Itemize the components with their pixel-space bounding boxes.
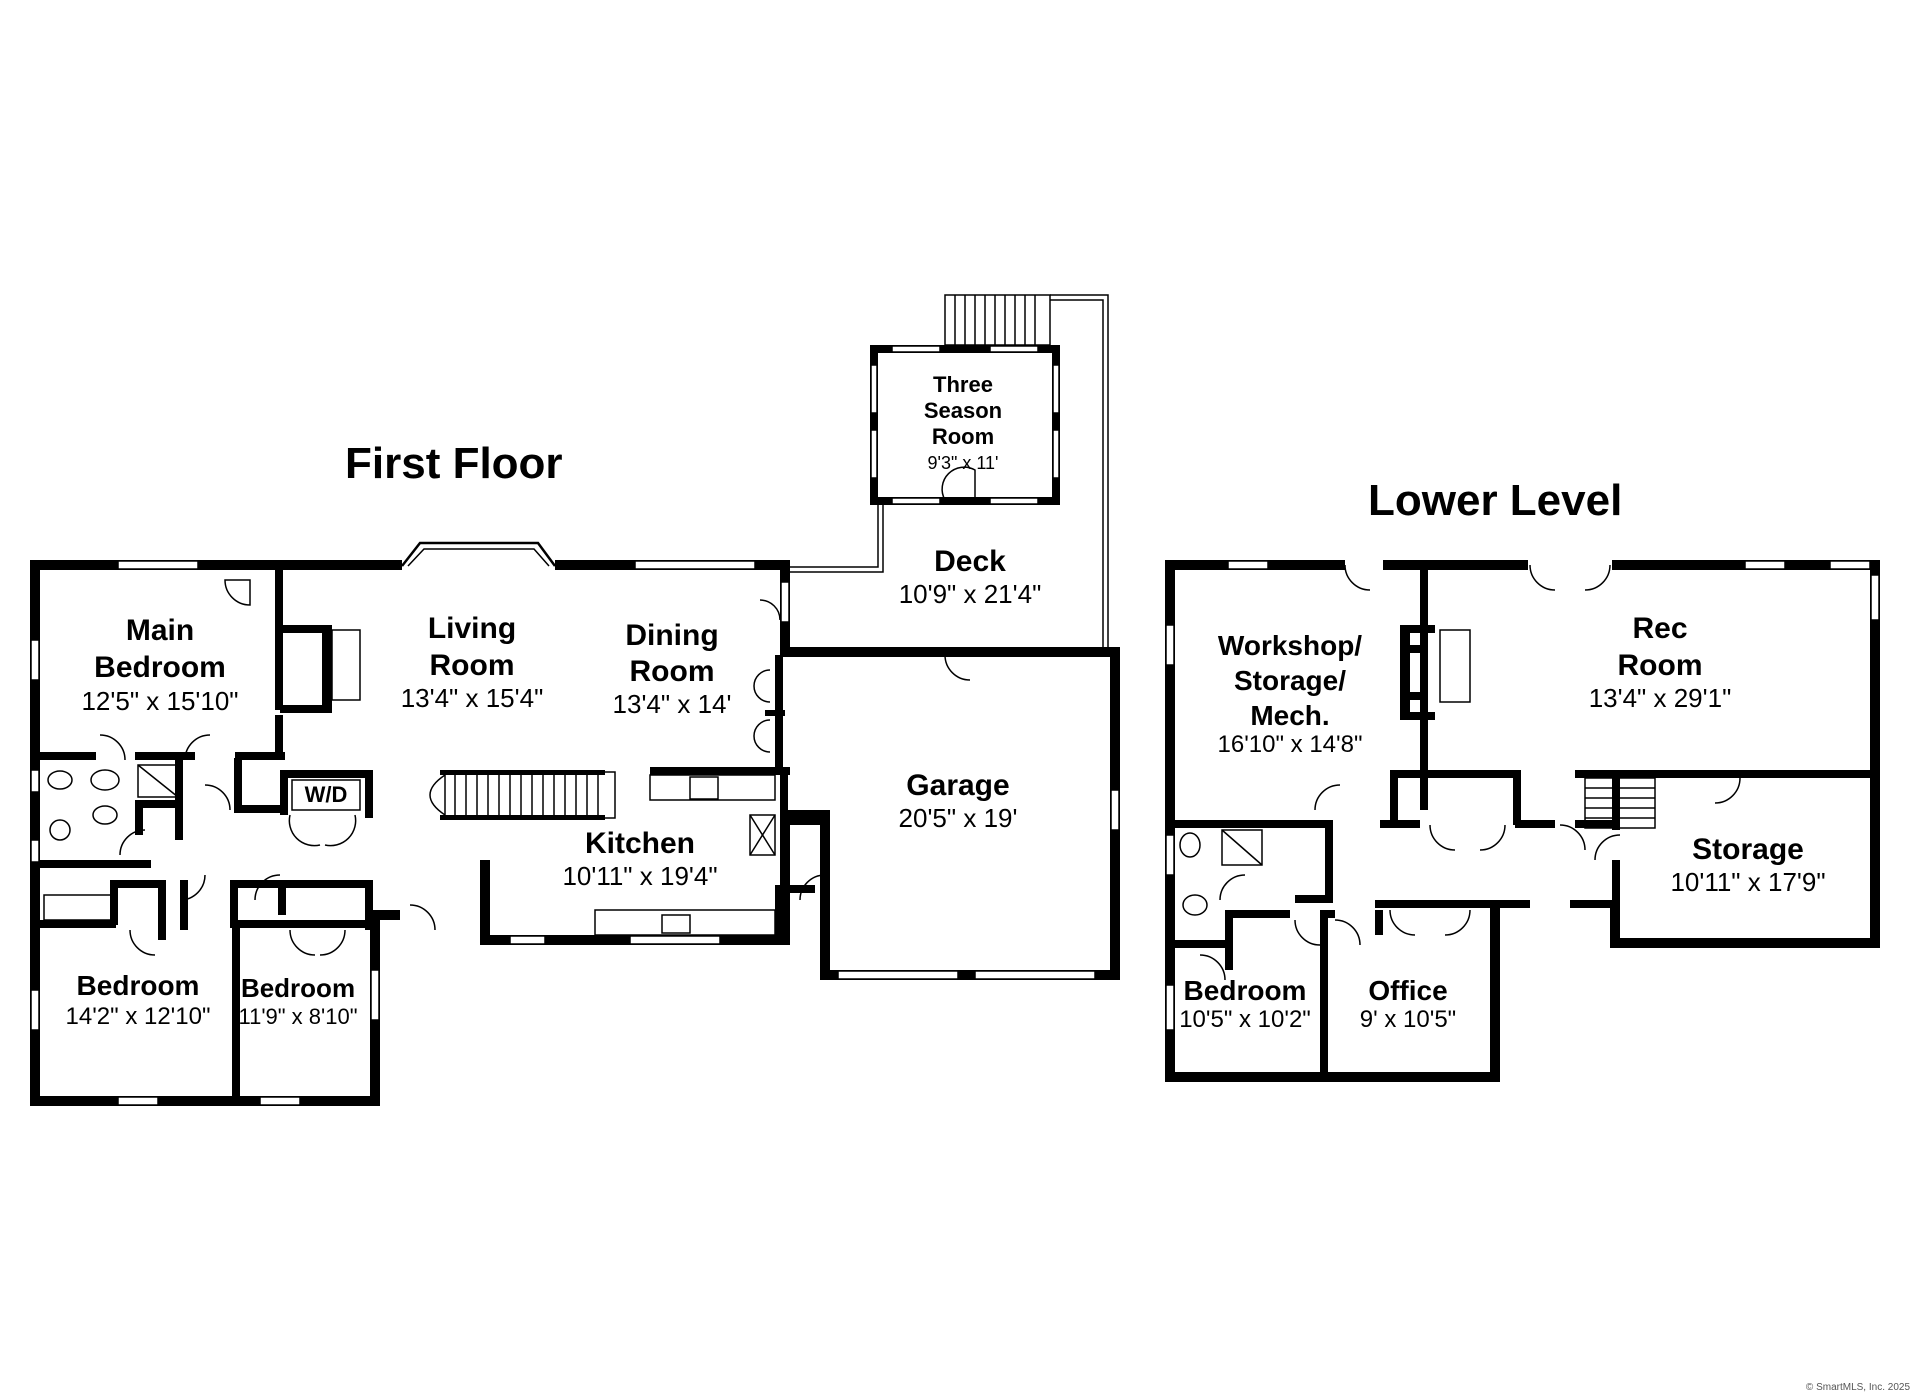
svg-text:11'9" x 8'10": 11'9" x 8'10"	[238, 1004, 357, 1029]
svg-text:Bedroom: Bedroom	[1184, 975, 1307, 1006]
svg-text:Season: Season	[924, 398, 1002, 423]
first-floor-plan: W/D	[30, 294, 1120, 1106]
svg-text:Room: Room	[630, 655, 715, 688]
svg-text:10'5" x 10'2": 10'5" x 10'2"	[1179, 1006, 1311, 1033]
svg-text:14'2" x 12'10": 14'2" x 12'10"	[66, 1003, 211, 1030]
svg-text:10'11" x 17'9": 10'11" x 17'9"	[1670, 867, 1825, 897]
svg-text:Dining: Dining	[625, 619, 718, 652]
svg-text:13'4" x 14': 13'4" x 14'	[613, 689, 732, 719]
svg-text:Office: Office	[1368, 975, 1447, 1006]
svg-text:20'5" x 19': 20'5" x 19'	[899, 803, 1018, 833]
svg-text:9' x 10'5": 9' x 10'5"	[1360, 1006, 1456, 1033]
room-workshop: Workshop/ Storage/ Mech. 16'10" x 14'8"	[1218, 630, 1363, 758]
room-garage: Garage 20'5" x 19'	[899, 769, 1018, 833]
room-kitchen: Kitchen 10'11" x 19'4"	[562, 827, 717, 891]
room-storage: Storage 10'11" x 17'9"	[1670, 833, 1825, 897]
svg-text:Room: Room	[1618, 649, 1703, 682]
svg-text:Living: Living	[428, 612, 516, 645]
room-dining-room: Dining Room 13'4" x 14'	[613, 619, 732, 719]
svg-text:Mech.: Mech.	[1250, 700, 1329, 731]
svg-text:Workshop/: Workshop/	[1218, 630, 1362, 661]
room-bedroom-2: Bedroom 11'9" x 8'10"	[238, 973, 357, 1029]
svg-text:Storage: Storage	[1692, 833, 1804, 866]
room-bedroom-1: Bedroom 14'2" x 12'10"	[66, 970, 211, 1030]
svg-text:16'10" x 14'8": 16'10" x 14'8"	[1218, 731, 1363, 758]
svg-text:10'9" x 21'4": 10'9" x 21'4"	[899, 579, 1042, 609]
room-lower-bedroom: Bedroom 10'5" x 10'2"	[1179, 975, 1311, 1033]
svg-text:Bedroom: Bedroom	[77, 970, 200, 1001]
room-three-season-room: Three Season Room 9'3" x 11'	[924, 372, 1002, 473]
lower-level-plan	[1165, 560, 1880, 1082]
svg-text:9'3" x 11': 9'3" x 11'	[928, 453, 999, 473]
svg-text:Room: Room	[430, 649, 515, 682]
room-rec-room: Rec Room 13'4" x 29'1"	[1589, 612, 1732, 713]
first-floor-title: First Floor	[345, 439, 563, 488]
svg-text:Bedroom: Bedroom	[94, 651, 226, 684]
svg-text:10'11" x 19'4": 10'11" x 19'4"	[562, 861, 717, 891]
copyright-text: © SmartMLS, Inc. 2025	[1806, 1382, 1911, 1393]
svg-text:Kitchen: Kitchen	[585, 827, 695, 860]
svg-text:Garage: Garage	[906, 769, 1009, 802]
svg-text:Three: Three	[933, 372, 993, 397]
svg-text:Room: Room	[932, 424, 994, 449]
svg-text:Rec: Rec	[1632, 612, 1687, 645]
svg-text:Bedroom: Bedroom	[241, 973, 355, 1003]
svg-text:Main: Main	[126, 614, 194, 647]
room-deck: Deck 10'9" x 21'4"	[899, 545, 1042, 609]
svg-text:Deck: Deck	[934, 545, 1006, 578]
lower-level-title: Lower Level	[1368, 476, 1622, 525]
room-main-bedroom: Main Bedroom 12'5" x 15'10"	[81, 614, 238, 716]
room-living-room: Living Room 13'4" x 15'4"	[401, 612, 544, 713]
svg-text:13'4" x 29'1": 13'4" x 29'1"	[1589, 683, 1732, 713]
svg-text:12'5" x 15'10": 12'5" x 15'10"	[81, 686, 238, 716]
laundry-label: W/D	[305, 782, 348, 807]
svg-text:Storage/: Storage/	[1234, 665, 1346, 696]
room-office: Office 9' x 10'5"	[1360, 975, 1456, 1033]
svg-text:13'4" x 15'4": 13'4" x 15'4"	[401, 683, 544, 713]
